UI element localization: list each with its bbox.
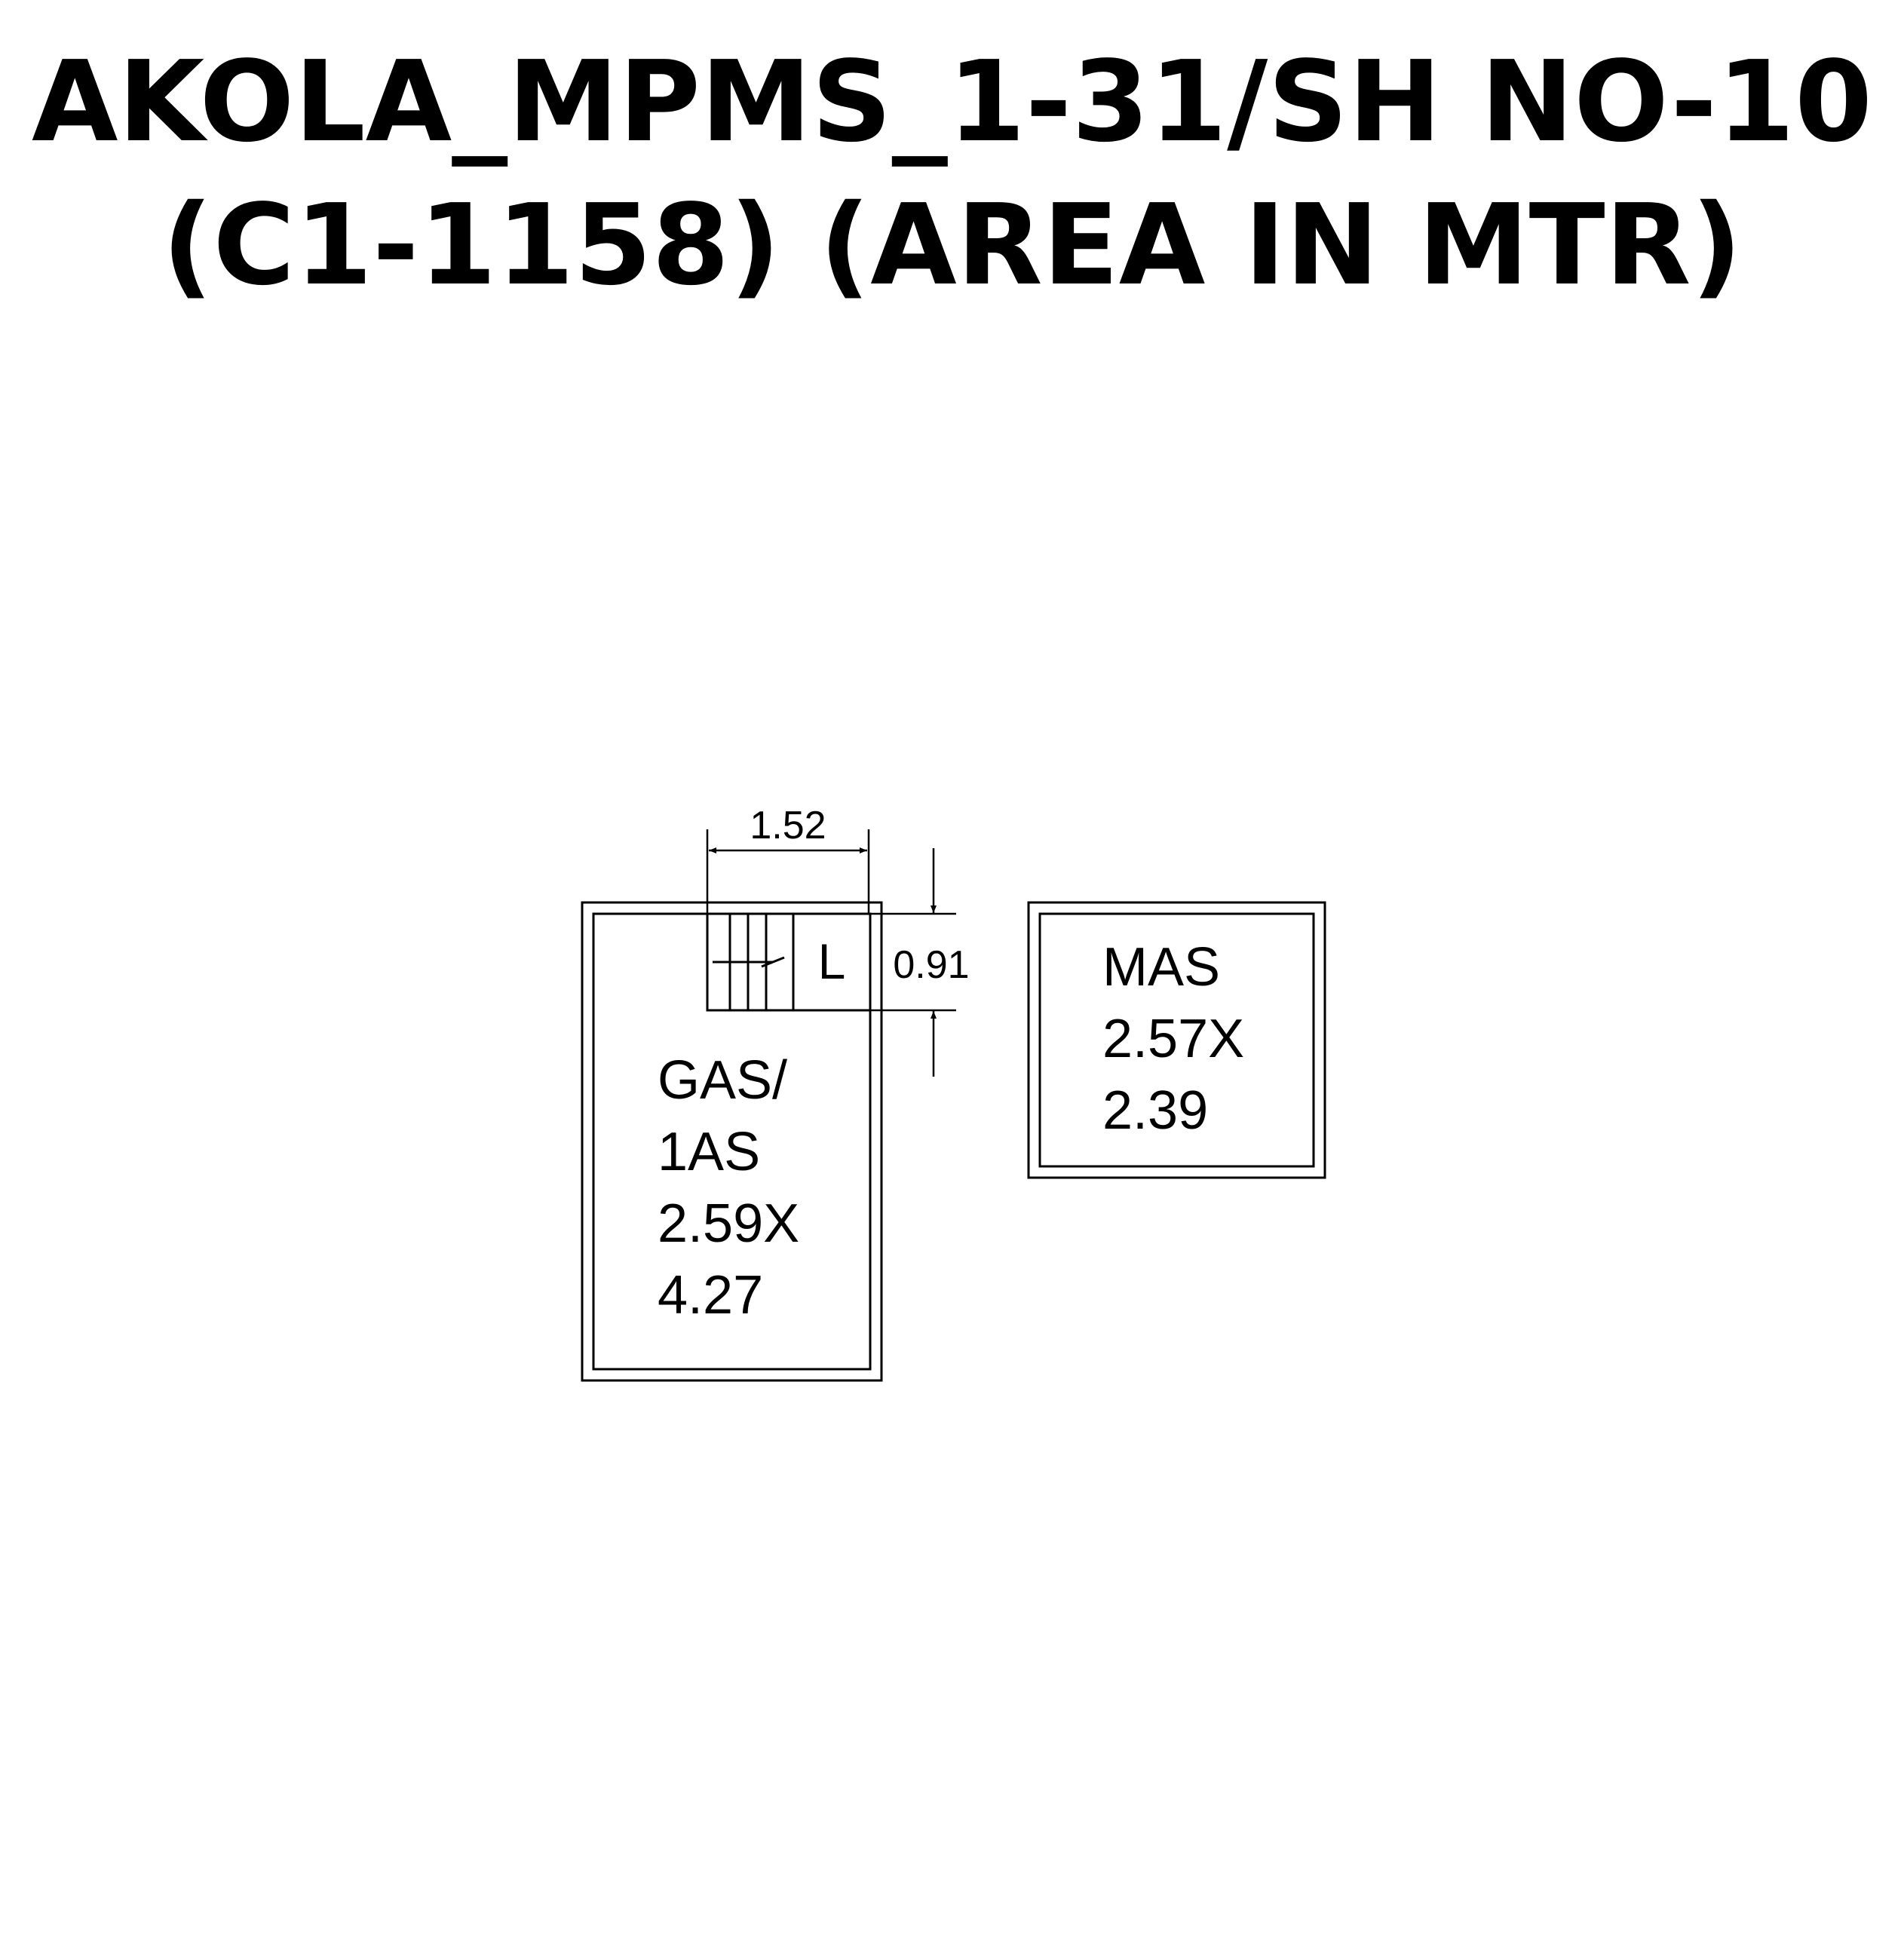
room-gas-line-3: 2.59X [658, 1193, 799, 1254]
stair-label: L [818, 933, 846, 989]
dimension-width-label: 1.52 [750, 804, 826, 847]
room-mas-line-3: 2.39 [1102, 1080, 1208, 1141]
room-gas-line-4: 4.27 [658, 1265, 763, 1325]
title-line-1: AKOLA_MPMS_1-31/SH NO-10 [31, 37, 1873, 167]
room-mas-label: MAS 2.57X 2.39 [1102, 937, 1244, 1141]
title-line-2: (C1-1158) (AREA IN MTR) [161, 180, 1743, 310]
dimension-height [870, 848, 956, 1077]
dimension-width [706, 829, 870, 914]
staircase [706, 912, 872, 1012]
room-gas-label: GAS/ 1AS 2.59X 4.27 [658, 1050, 799, 1325]
room-mas-walls [1027, 901, 1326, 1179]
room-mas-line-2: 2.57X [1102, 1009, 1244, 1069]
room-gas-line-1: GAS/ [658, 1050, 787, 1111]
drawing-title: AKOLA_MPMS_1-31/SH NO-10 (C1-1158) (AREA… [0, 30, 1904, 317]
dimension-height-label: 0.91 [893, 943, 969, 987]
room-gas-line-2: 1AS [658, 1122, 760, 1182]
room-mas-line-1: MAS [1102, 937, 1220, 997]
